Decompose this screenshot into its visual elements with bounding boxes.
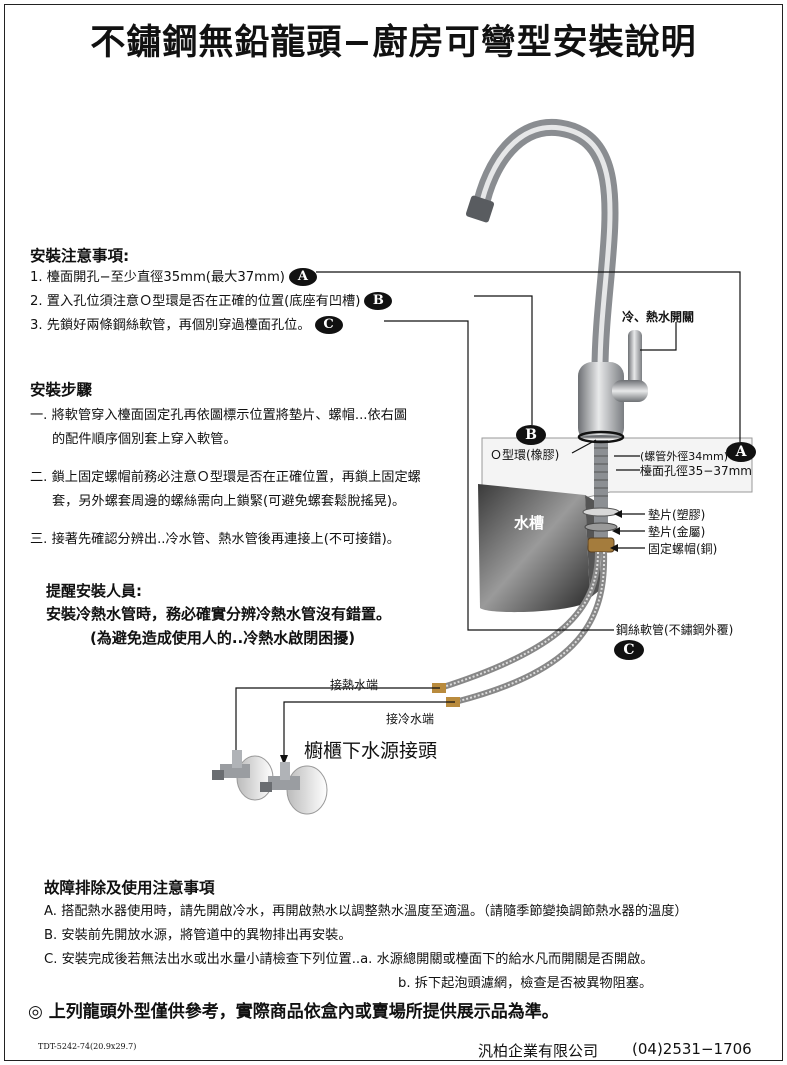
diagram-marker-a: A <box>726 442 756 462</box>
step-3-line-1: 三. 接著先確認分辨出..冷水管、熱水管後再連接上(不可接錯)。 <box>30 532 400 547</box>
page-frame <box>4 4 783 1061</box>
steps-heading: 安裝步驟 <box>30 381 93 399</box>
diagram-marker-c: C <box>614 640 644 660</box>
note-item-3: 3. 先鎖好兩條鋼絲軟管，再個別穿過檯面孔位。C <box>30 314 343 334</box>
reminder-line-1: 安裝冷熱水管時，務必確實分辨冷熱水管沒有錯置。 <box>46 605 392 623</box>
trouble-c: C. 安裝完成後若無法出水或出水量小請檢查下列位置..a. 水源總開關或檯面下的… <box>44 952 654 967</box>
note-item-1: 1. 檯面開孔−至少直徑35mm(最大37mm)A <box>30 266 317 286</box>
cold-end-label: 接冷水端 <box>386 712 435 726</box>
reminder-line-2: (為避免造成使用人的..冷熱水啟閉困擾) <box>90 629 356 647</box>
gasket-metal-label: 墊片(金屬) <box>648 525 706 539</box>
trouble-b: B. 安裝前先開放水源，將管道中的異物排出再安裝。 <box>44 928 352 943</box>
hole-diameter-label: 檯面孔徑35−37mm <box>640 464 752 478</box>
notice: ◎ 上列龍頭外型僅供參考，實際商品依盒內或賣場所提供展示品為準。 <box>28 1002 559 1022</box>
trouble-c2: b. 拆下起泡頭濾網，檢查是否被異物阻塞。 <box>398 976 653 991</box>
sink-label: 水槽 <box>514 514 545 532</box>
trouble-a: A. 搭配熱水器使用時，請先開啟冷水，再開啟熱水以調整熱水溫度至適溫。（請隨季節… <box>44 904 688 919</box>
hot-end-label: 接熱水端 <box>330 678 379 692</box>
pipe-diameter-label: (螺管外徑34mm) <box>640 450 729 463</box>
step-1-line-1: 一. 將軟管穿入檯面固定孔再依圖標示位置將墊片、螺帽...依右圖 <box>30 408 408 423</box>
notes-heading: 安裝注意事項: <box>30 247 130 265</box>
faucet-body <box>578 362 624 442</box>
valve-label: 櫥櫃下水源接頭 <box>304 740 438 762</box>
diagram-marker-b: B <box>516 425 546 445</box>
marker-a: A <box>288 268 317 286</box>
marker-b: B <box>364 292 393 310</box>
step-2-line-2: 套，另外螺套周邊的螺絲需向上鎖緊(可避免螺套鬆脫搖晃)。 <box>52 494 406 509</box>
sink-basin <box>478 484 590 613</box>
nut-label: 固定螺帽(銅) <box>648 542 718 556</box>
page-title: 不鏽鋼無鉛龍頭−廚房可彎型安裝說明 <box>90 23 697 63</box>
trouble-heading: 故障排除及使用注意事項 <box>44 879 215 897</box>
gasket-plastic-label: 墊片(塑膠) <box>648 508 706 522</box>
marker-c: C <box>314 316 343 334</box>
note-item-2: 2. 置入孔位須注意Ｏ型環是否在正確的位置(底座有凹槽)B <box>30 290 393 310</box>
company-name: 汎柏企業有限公司 <box>478 1042 599 1060</box>
company-phone: (04)2531−1706 <box>632 1040 752 1058</box>
handle <box>628 330 642 390</box>
angle-valves <box>212 750 328 815</box>
footer-code: TDT-5242-74(20.9x29.7) <box>38 1042 137 1051</box>
oring-label: Ｏ型環(橡膠) <box>490 448 560 462</box>
handle-label: 冷、熱水開關 <box>622 310 695 324</box>
reminder-heading: 提醒安裝人員: <box>46 582 142 600</box>
step-1-line-2: 的配件順序個別套上穿入軟管。 <box>52 432 237 447</box>
hose-label: 鋼絲軟管(不鏽鋼外覆) <box>616 623 734 637</box>
step-2-line-1: 二. 鎖上固定螺帽前務必注意Ｏ型環是否在正確位置，再鎖上固定螺 <box>30 470 421 485</box>
